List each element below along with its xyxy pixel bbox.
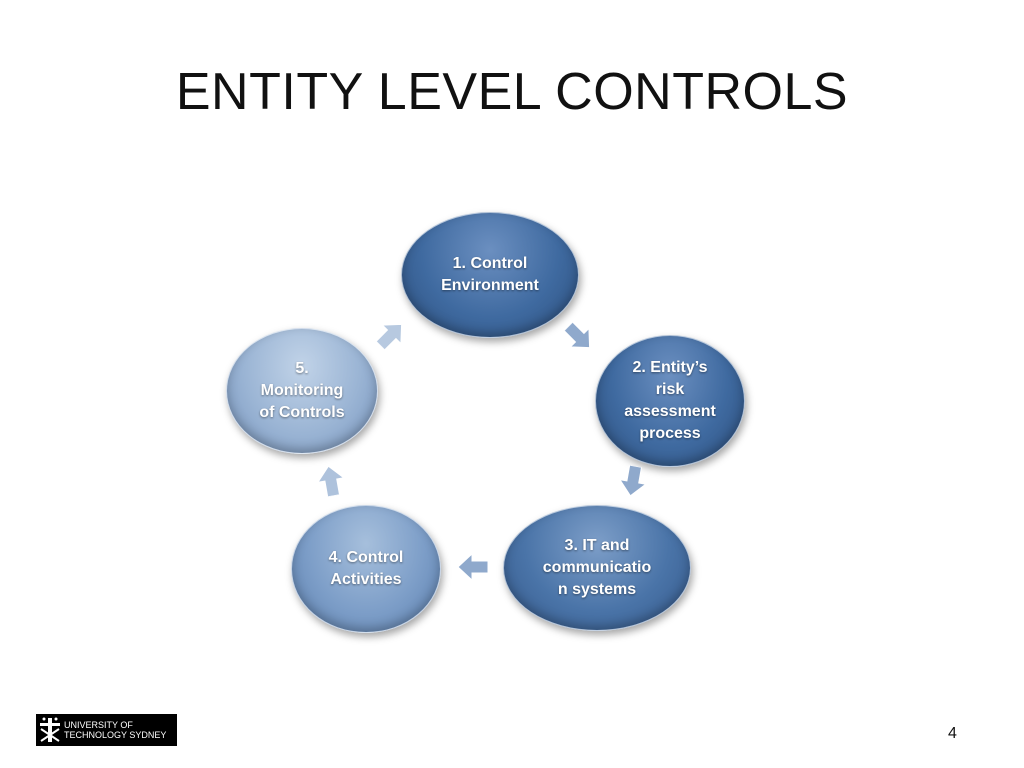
arrow-icon bbox=[375, 323, 403, 351]
slide-title: ENTITY LEVEL CONTROLS bbox=[175, 63, 849, 121]
node-label: 3. IT and communicatio n systems bbox=[542, 537, 652, 598]
university-logo: UNIVERSITY OF TECHNOLOGY SYDNEY bbox=[36, 714, 177, 746]
node-label: 2. Entity’s risk assessment process bbox=[624, 359, 716, 442]
uts-logo-icon bbox=[40, 717, 60, 742]
node-risk-assessment: 2. Entity’s risk assessment process bbox=[595, 335, 745, 467]
node-label: 5. Monitoring of Controls bbox=[259, 360, 345, 421]
node-monitoring: 5. Monitoring of Controls bbox=[226, 328, 378, 454]
arrow-icon bbox=[563, 321, 591, 349]
arrow-icon bbox=[618, 464, 647, 497]
arrow-icon bbox=[316, 465, 345, 498]
node-label: 4. Control Activities bbox=[328, 549, 404, 588]
node-label: 1. Control Environment bbox=[441, 255, 539, 294]
node-control-environment: 1. Control Environment bbox=[401, 212, 579, 338]
arrow-icon bbox=[458, 554, 488, 580]
node-it-communication: 3. IT and communicatio n systems bbox=[503, 505, 691, 631]
logo-text: UNIVERSITY OF TECHNOLOGY SYDNEY bbox=[64, 720, 167, 740]
page-number: 4 bbox=[948, 725, 957, 742]
node-control-activities: 4. Control Activities bbox=[291, 505, 441, 633]
